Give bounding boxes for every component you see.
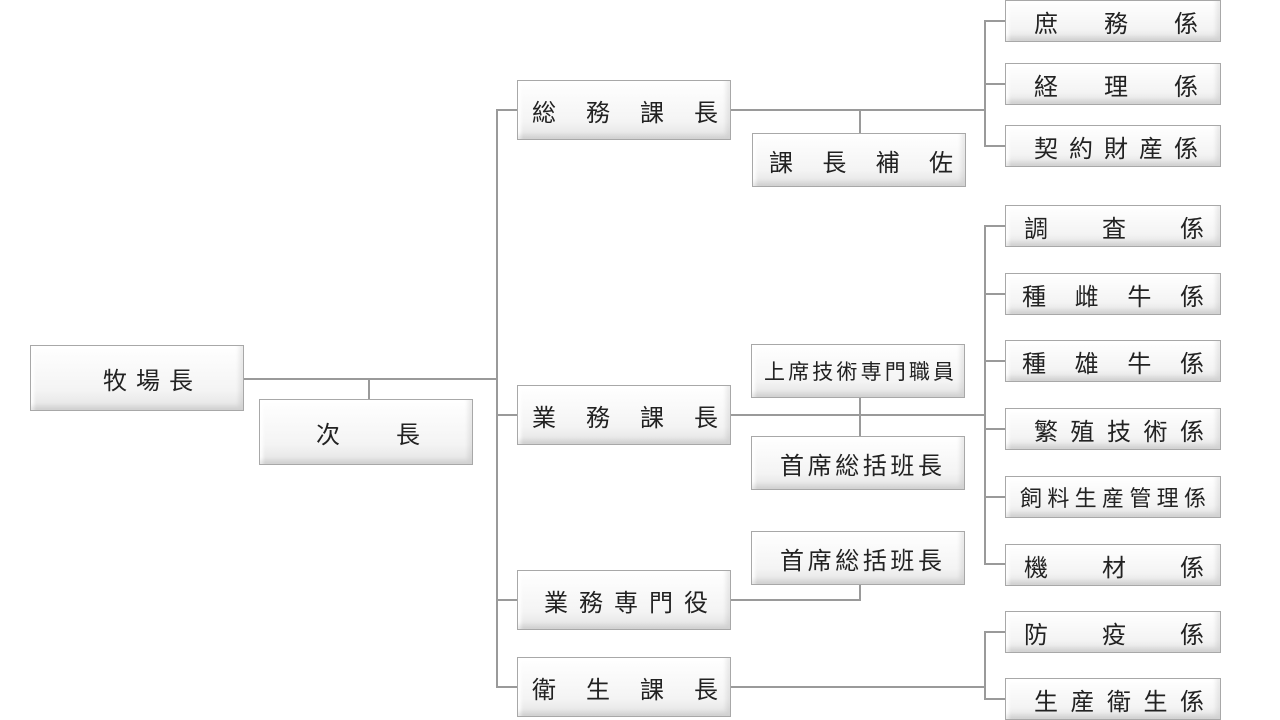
- label: 防 疫 係: [1024, 620, 1204, 649]
- label: 業務専門役: [544, 588, 708, 617]
- connector: [496, 686, 518, 688]
- connector: [731, 109, 986, 111]
- label: 衛 生 課 長: [532, 675, 718, 704]
- connector: [244, 378, 498, 380]
- connector: [496, 414, 518, 416]
- label: 経 理 係: [1034, 72, 1198, 101]
- label: 上席技術専門職員: [764, 360, 954, 384]
- label: 契約財産係: [1034, 134, 1198, 163]
- connector: [731, 686, 986, 688]
- label: 首席総括班長: [780, 546, 942, 575]
- unit-box: 調 査 係: [1005, 205, 1221, 247]
- director-box: 牧 場 長: [30, 345, 244, 411]
- label: 次 長: [316, 420, 420, 449]
- label: 業 務 課 長: [532, 403, 718, 432]
- label: 飼料生産管理係: [1020, 487, 1206, 512]
- label: 庶 務 係: [1034, 9, 1198, 38]
- unit-box: 庶 務 係: [1005, 0, 1221, 42]
- unit-box: 繁殖技術係: [1005, 408, 1221, 450]
- label: 種 雌 牛 係: [1022, 282, 1204, 311]
- senior-technical-specialist-box: 上席技術専門職員: [751, 344, 965, 398]
- connector: [984, 83, 1006, 85]
- label: 機 材 係: [1024, 553, 1204, 582]
- connector: [984, 293, 1006, 295]
- connector: [984, 631, 1006, 633]
- label: 総 務 課 長: [532, 98, 718, 127]
- connector: [984, 20, 1006, 22]
- connector: [496, 599, 518, 601]
- connector: [859, 398, 861, 437]
- assistant-head-box: 課 長 補 佐: [752, 133, 966, 187]
- connector: [859, 110, 861, 134]
- unit-box: 生産衛生係: [1005, 678, 1221, 720]
- operations-specialist-box: 業務専門役: [517, 570, 731, 630]
- unit-box: 機 材 係: [1005, 544, 1221, 586]
- general-affairs-head-box: 総 務 課 長: [517, 80, 731, 140]
- connector: [368, 378, 370, 400]
- connector: [496, 109, 518, 111]
- connector: [731, 414, 986, 416]
- label: 首席総括班長: [780, 451, 942, 480]
- operations-head-box: 業 務 課 長: [517, 385, 731, 445]
- deputy-box: 次 長: [259, 399, 473, 465]
- connector: [731, 599, 861, 601]
- label: 課 長 補 佐: [769, 148, 953, 177]
- label: 生産衛生係: [1034, 687, 1204, 716]
- connector: [984, 226, 986, 565]
- connector: [984, 360, 1006, 362]
- connector: [984, 145, 1006, 147]
- unit-box: 契約財産係: [1005, 125, 1221, 167]
- label: 繁殖技術係: [1034, 417, 1204, 446]
- unit-box: 経 理 係: [1005, 63, 1221, 105]
- unit-box: 種 雄 牛 係: [1005, 340, 1221, 382]
- connector: [984, 428, 1006, 430]
- unit-box: 防 疫 係: [1005, 611, 1221, 653]
- chief-supervisor-box: 首席総括班長: [751, 436, 965, 490]
- connector: [984, 496, 1006, 498]
- chief-supervisor-box-2: 首席総括班長: [751, 531, 965, 585]
- label: 種 雄 牛 係: [1022, 349, 1204, 378]
- connector: [859, 585, 861, 601]
- connector: [984, 698, 1006, 700]
- connector: [984, 563, 1006, 565]
- connector: [984, 632, 986, 700]
- label: 牧 場 長: [103, 366, 193, 395]
- connector: [984, 225, 1006, 227]
- hygiene-head-box: 衛 生 課 長: [517, 657, 731, 717]
- unit-box: 種 雌 牛 係: [1005, 273, 1221, 315]
- connector: [496, 110, 498, 688]
- label: 調 査 係: [1024, 214, 1204, 243]
- unit-box: 飼料生産管理係: [1005, 476, 1221, 518]
